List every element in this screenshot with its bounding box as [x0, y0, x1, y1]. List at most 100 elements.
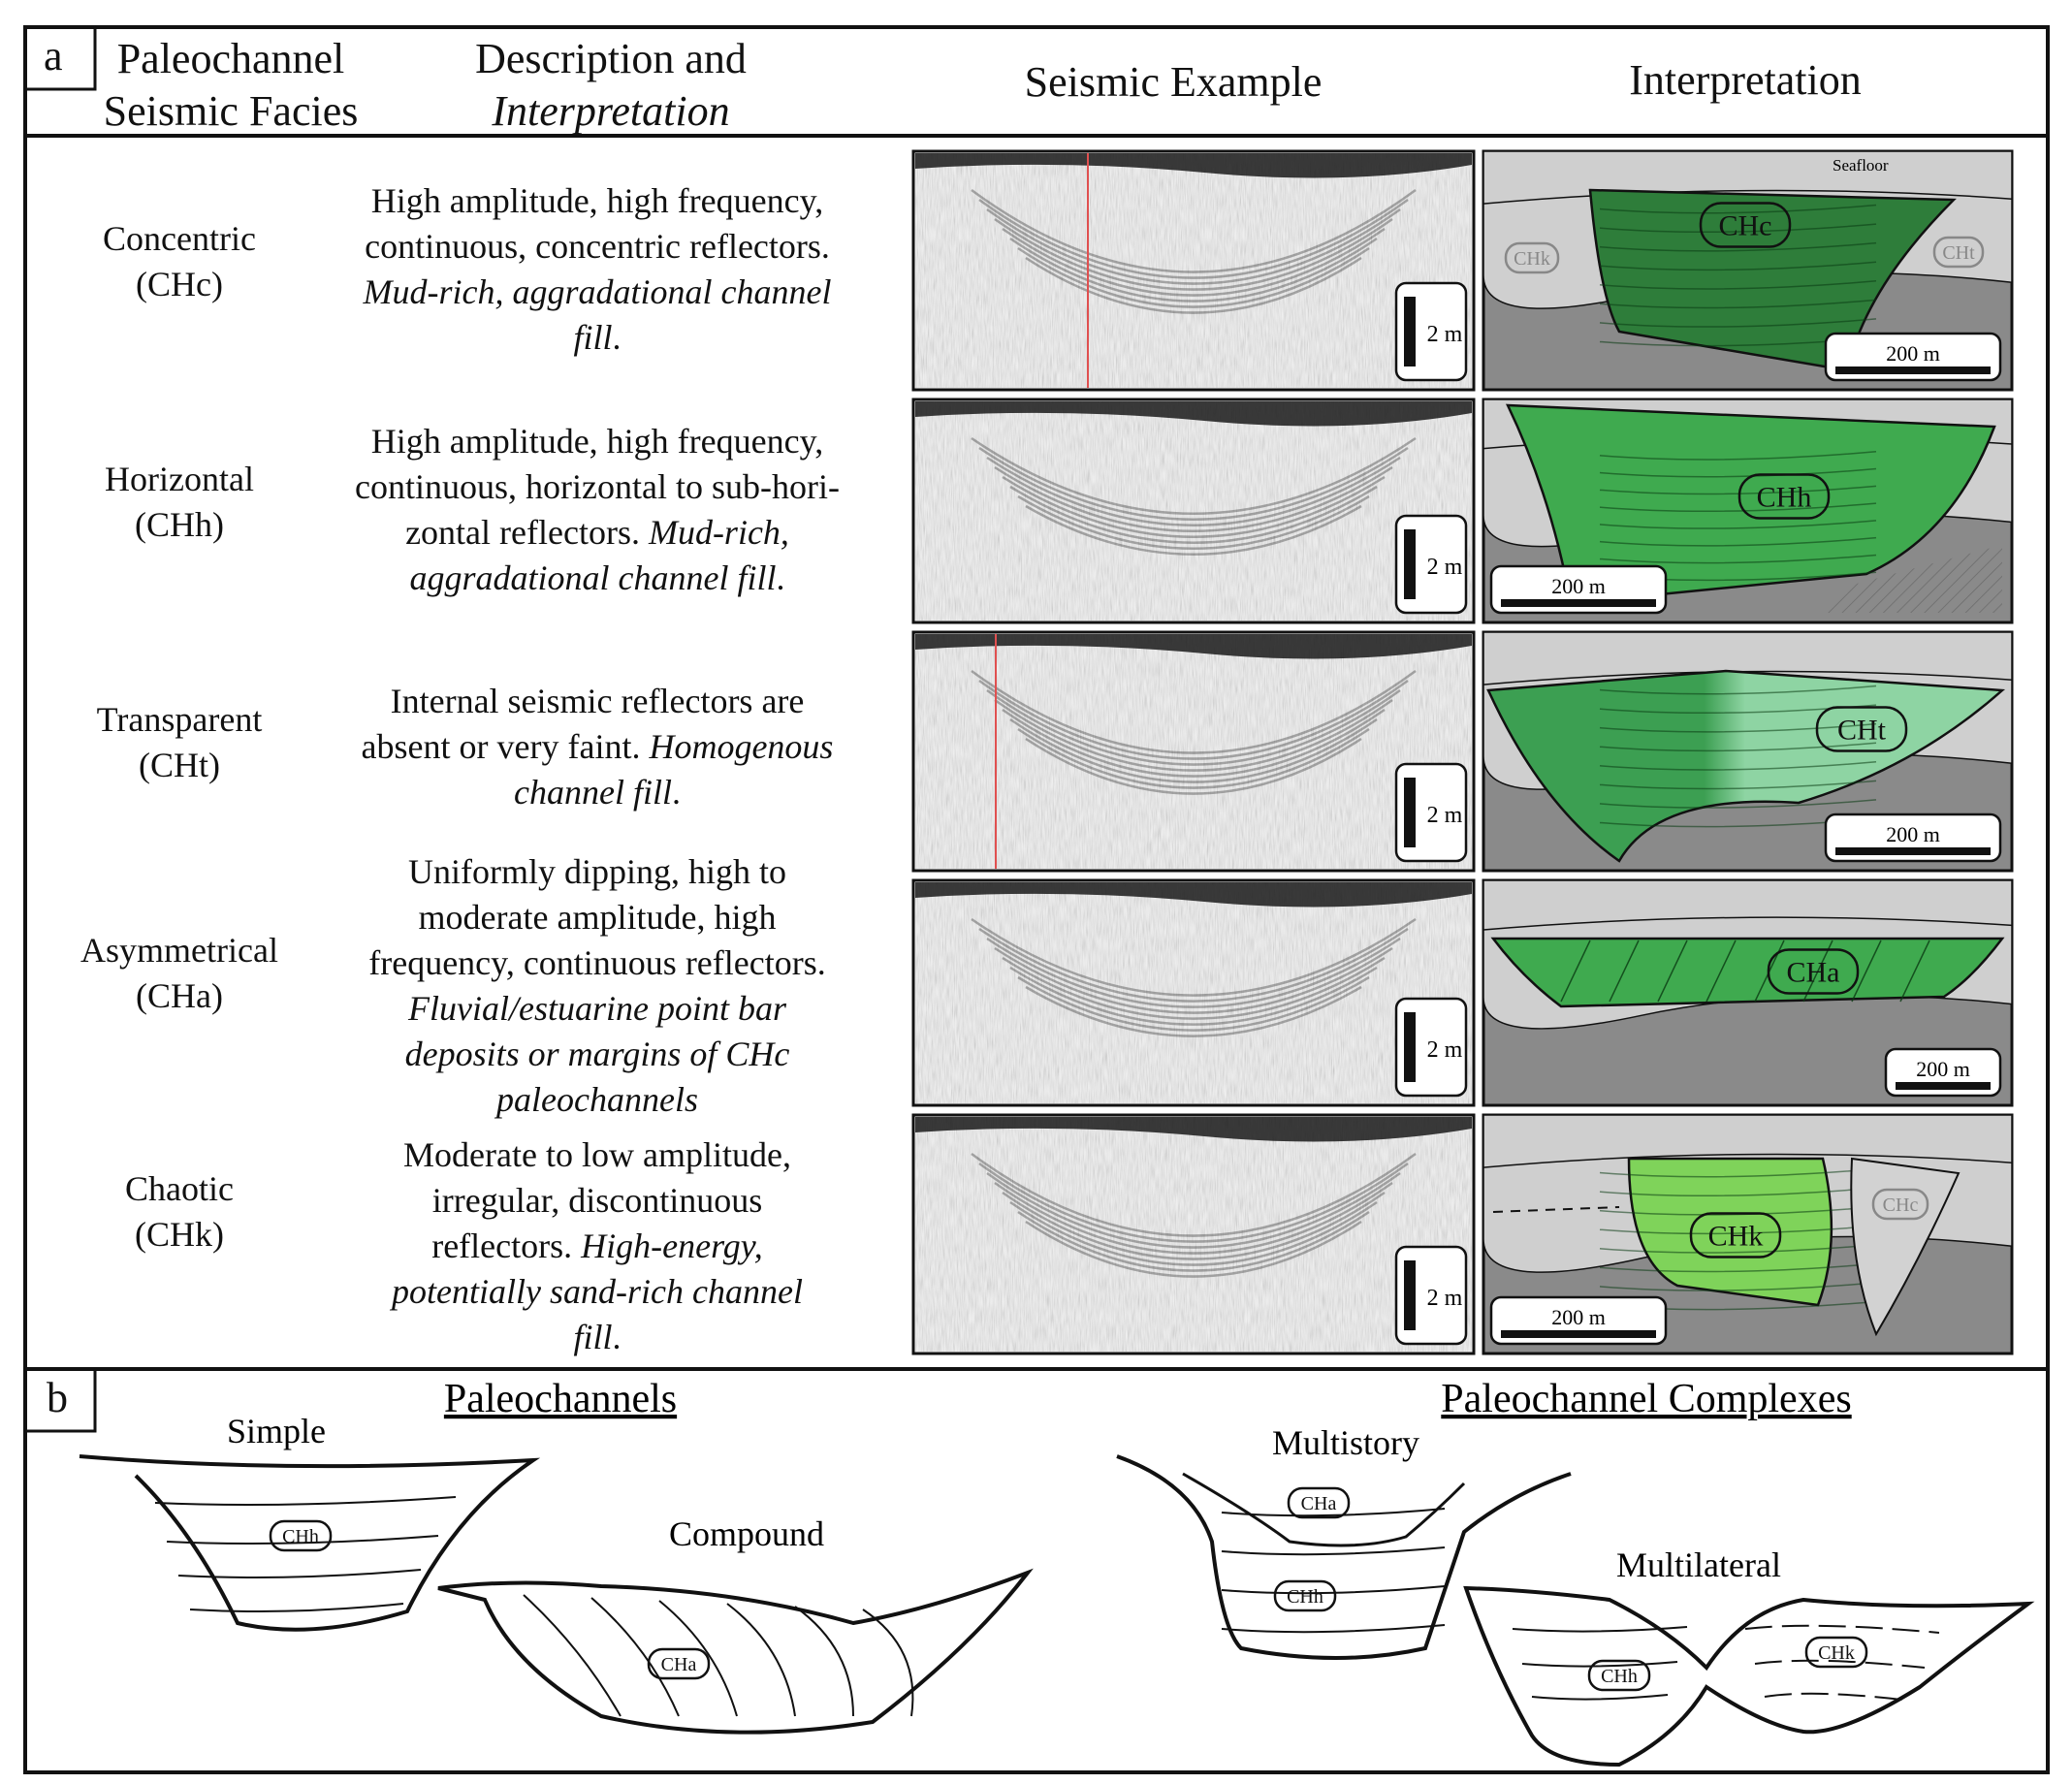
- interpretation-cha: CHa 200 m: [1482, 878, 2014, 1107]
- description-italic-text: Mud-rich,: [648, 513, 789, 552]
- facies-name: Transparent: [96, 700, 263, 739]
- sketch-simple-tag: CHh: [269, 1519, 333, 1552]
- channel-tag-cht: CHt: [1815, 706, 1908, 752]
- facies-code: (CHk): [135, 1215, 224, 1254]
- interpretation-cht: CHt 200 m: [1482, 630, 2014, 873]
- description-text: moderate amplitude, high: [418, 898, 777, 937]
- channel-tag-cha: CHa: [1767, 948, 1860, 995]
- seismic-example-cht: 2 m: [911, 630, 1476, 873]
- vertical-scale-bar: 2 m: [1394, 762, 1468, 863]
- description-text: zontal reflectors.: [405, 513, 649, 552]
- description-line: continuous, horizontal to sub-hori-: [326, 464, 869, 510]
- description-line: High amplitude, high frequency,: [326, 419, 869, 464]
- horizontal-scale-text: 200 m: [1886, 822, 1940, 846]
- sketch-multistory-tag-cha: CHa: [1287, 1486, 1351, 1519]
- description-line: Moderate to low amplitude,: [326, 1132, 869, 1178]
- description-italic-text: Homogenous: [649, 727, 834, 766]
- side-tag-cht: CHt: [1932, 236, 1985, 269]
- description-line: fill.: [326, 1315, 869, 1360]
- description-period: .: [612, 1318, 622, 1356]
- description-text: High amplitude, high frequency,: [370, 181, 824, 220]
- facies-label-chk: Chaotic(CHk): [58, 1166, 301, 1258]
- panel-b-letter: b: [47, 1374, 68, 1421]
- channel-tag-chc-text: CHc: [1719, 210, 1772, 242]
- description-text: aggradational channel fill: [409, 558, 777, 597]
- description-line: moderate amplitude, high: [326, 895, 869, 940]
- facies-label-chc: Concentric(CHc): [58, 216, 301, 307]
- description-line: fill.: [326, 315, 869, 361]
- description-line: zontal reflectors. Mud-rich,: [326, 510, 869, 556]
- channel-tag-chk-text: CHk: [1708, 1221, 1764, 1253]
- facies-label-cht: Transparent(CHt): [58, 697, 301, 788]
- description-text: frequency, continuous reflectors.: [368, 943, 826, 982]
- side-tag-chk-text: CHk: [1514, 248, 1550, 270]
- channel-fill: [1490, 937, 2005, 1008]
- vertical-scale-text: 2 m: [1427, 555, 1463, 580]
- panel-a-letter: a: [44, 32, 63, 80]
- header-description: Description and Interpretation: [427, 33, 795, 138]
- description-period: .: [776, 558, 785, 597]
- sketch-multilateral-tag-chh: CHh: [1587, 1659, 1651, 1692]
- sketch-multilateral-tag-chk-text: CHk: [1818, 1642, 1855, 1664]
- horizontal-scale-text: 200 m: [1551, 574, 1606, 598]
- outer-frame: [23, 25, 2050, 1774]
- description-chh: High amplitude, high frequency,continuou…: [326, 419, 869, 601]
- sketch-multilateral-tag-chh-text: CHh: [1601, 1666, 1638, 1687]
- panel-a-letter-box: [23, 25, 97, 91]
- horizontal-scale-text: 200 m: [1916, 1057, 1970, 1081]
- description-italic-text: High-energy,: [581, 1226, 763, 1265]
- sketch-multistory-tag-chh-text: CHh: [1287, 1586, 1323, 1608]
- facies-name: Horizontal: [105, 460, 254, 498]
- facies-code: (CHa): [136, 976, 223, 1015]
- vertical-scale-text: 2 m: [1427, 322, 1463, 347]
- sketch-multistory-label: Multistory: [1272, 1423, 1419, 1462]
- description-text: fill: [573, 1318, 613, 1356]
- description-text: Mud-rich, aggradational channel: [363, 272, 832, 311]
- description-line: Internal seismic reflectors are: [326, 679, 869, 724]
- description-line: High amplitude, high frequency,: [326, 178, 869, 224]
- channel-fill: [1505, 403, 1996, 605]
- description-period: .: [671, 773, 681, 812]
- description-text: continuous, concentric reflectors.: [365, 227, 830, 266]
- channel-tag-cht-text: CHt: [1837, 715, 1887, 747]
- side-tag-cht-text: CHt: [1942, 242, 1975, 264]
- sketch-compound-label: Compound: [669, 1514, 824, 1553]
- description-text: Fluvial/estuarine point bar: [408, 989, 786, 1028]
- horizontal-scale-text: 200 m: [1551, 1305, 1606, 1329]
- vertical-scale-text: 2 m: [1427, 803, 1463, 828]
- description-line: absent or very faint. Homogenous: [326, 724, 869, 770]
- vertical-scale-bar: 2 m: [1394, 514, 1468, 615]
- description-text: channel fill: [514, 773, 672, 812]
- description-text: potentially sand-rich channel: [392, 1272, 803, 1311]
- header-facies: Paleochannel Seismic Facies: [85, 33, 376, 138]
- description-line: channel fill.: [326, 770, 869, 815]
- description-line: paleochannels: [326, 1077, 869, 1123]
- description-text: absent or very faint.: [361, 727, 650, 766]
- paleochannel-complexes-title: Paleochannel Complexes: [1441, 1377, 1851, 1421]
- channel-tag-chh: CHh: [1737, 473, 1831, 520]
- horizontal-scale-bar: 200 m: [1489, 564, 1668, 615]
- description-text: Moderate to low amplitude,: [403, 1135, 791, 1174]
- sketch-multistory-tag-chh: CHh: [1273, 1579, 1337, 1612]
- side-tag-chc-text: CHc: [1883, 1195, 1919, 1216]
- horizontal-scale-text: 200 m: [1886, 341, 1940, 366]
- channel-tag-cha-text: CHa: [1787, 957, 1840, 989]
- header-interpretation: Interpretation: [1629, 56, 1862, 104]
- row-chh: 2 m CHh 200 m: [911, 398, 2014, 624]
- side-tag-chc: CHc: [1871, 1188, 1929, 1221]
- facies-name: Concentric: [103, 219, 256, 258]
- seismic-example-chk: 2 m: [911, 1113, 1476, 1355]
- header-description-line-1: Description and: [475, 35, 747, 82]
- paleochannels-title: Paleochannels: [444, 1377, 677, 1421]
- channel-tag-chk: CHk: [1689, 1212, 1782, 1258]
- sketch-simple-label: Simple: [227, 1412, 326, 1450]
- facies-name: Asymmetrical: [80, 931, 278, 970]
- seismic-example-chh: 2 m: [911, 398, 1476, 624]
